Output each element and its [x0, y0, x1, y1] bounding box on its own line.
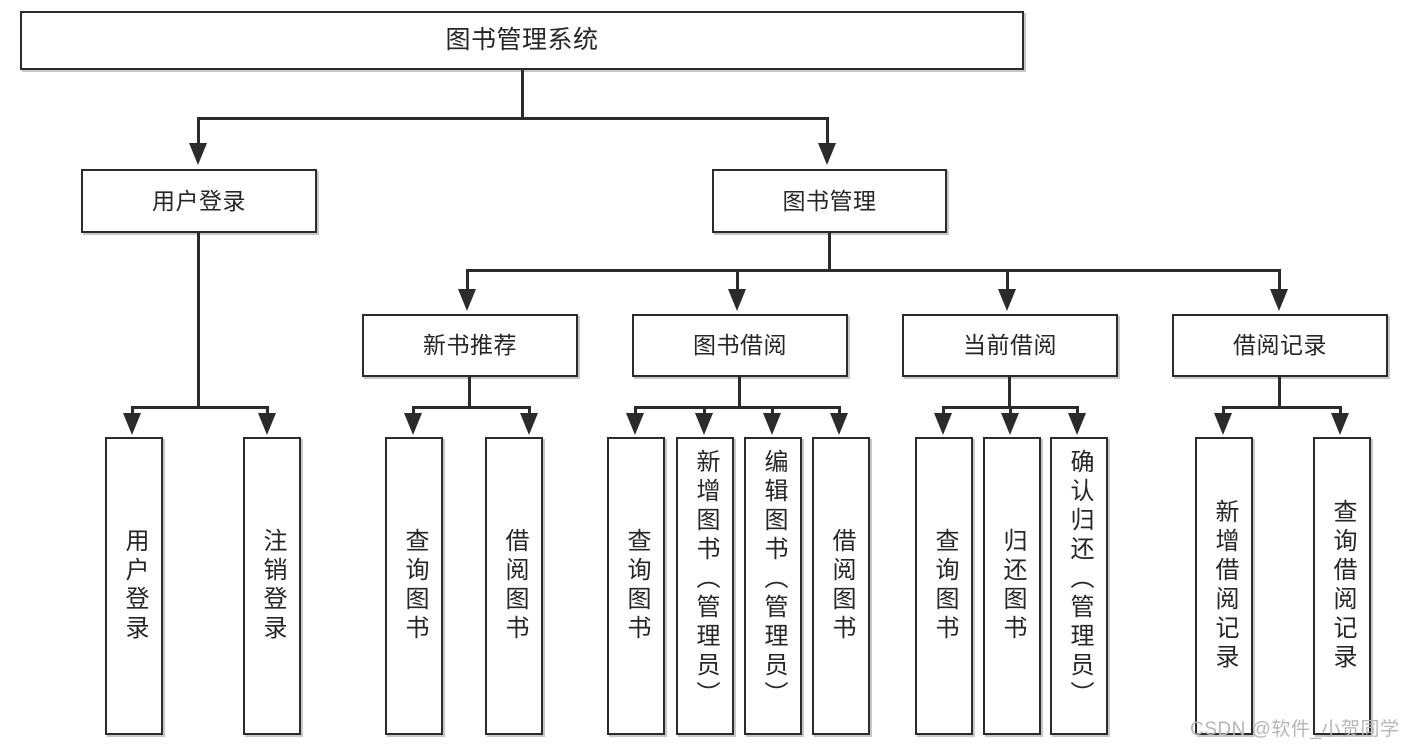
leaf-bb-edit-book-admin[interactable]: 编辑图书（管理员） [744, 437, 802, 735]
arrow-bb-to-leaf-query-book [626, 413, 644, 435]
arrow-cb-to-leaf-query-book [934, 413, 952, 435]
node-label: 查询图书 [623, 528, 650, 644]
connector-cb-drop-3 [1076, 406, 1079, 415]
arrow-bb-to-leaf-borrow-book [830, 413, 848, 435]
arrow-bm-to-current-borrow [998, 289, 1016, 311]
connector-book-management-bus [466, 269, 1281, 272]
connector-borrow-record-bus [1222, 406, 1342, 409]
arrow-bm-to-new-book [458, 289, 476, 311]
connector-nb-left-drop [412, 406, 415, 415]
connector-user-login-bus [131, 406, 269, 409]
arrow-bb-to-leaf-add-book [695, 413, 713, 435]
connector-borrow-record-stem [1278, 377, 1281, 406]
connector-book-management-stem [828, 233, 831, 269]
node-book-management[interactable]: 图书管理 [712, 169, 947, 233]
connector-new-book-bus [412, 406, 531, 409]
arrow-nb-to-leaf-borrow-book [520, 413, 538, 435]
connector-root-to-user-login [197, 117, 200, 145]
node-label: 确认归还（管理员） [1066, 449, 1093, 710]
node-current-borrow[interactable]: 当前借阅 [902, 314, 1118, 377]
node-label: 新增图书（管理员） [692, 449, 719, 710]
node-user-login[interactable]: 用户登录 [81, 169, 317, 233]
leaf-cb-query-book[interactable]: 查询图书 [915, 437, 973, 735]
node-book-borrow[interactable]: 图书借阅 [632, 314, 848, 377]
arrow-nb-to-leaf-query-book [404, 413, 422, 435]
node-label: 查询图书 [931, 528, 958, 644]
leaf-bb-add-book-admin[interactable]: 新增图书（管理员） [676, 437, 734, 735]
node-label: 图书管理 [782, 187, 877, 214]
leaf-cb-return-book[interactable]: 归还图书 [983, 437, 1041, 735]
node-label: 借阅图书 [501, 528, 528, 644]
connector-user-login-stem [197, 233, 200, 406]
connector-bb-drop-1 [634, 406, 637, 415]
connector-current-borrow-stem [1008, 377, 1011, 406]
arrow-root-to-user-login [189, 143, 207, 165]
connector-bm-to-book-borrow [736, 269, 739, 291]
leaf-logout-login[interactable]: 注销登录 [243, 437, 301, 735]
connector-br-right-drop [1339, 406, 1342, 415]
node-label: 查询图书 [401, 528, 428, 644]
node-label: 用户登录 [152, 187, 246, 214]
connector-bm-to-new-book [466, 269, 469, 291]
node-label: 借阅记录 [1233, 332, 1327, 359]
arrow-cb-to-leaf-confirm-return [1068, 413, 1086, 435]
arrow-root-to-book-management [818, 143, 836, 165]
arrow-br-to-leaf-query-record [1331, 413, 1349, 435]
leaf-bb-query-book[interactable]: 查询图书 [607, 437, 665, 735]
arrow-bm-to-borrow-record [1270, 289, 1288, 311]
node-label: 图书借阅 [693, 332, 787, 359]
leaf-nb-borrow-book[interactable]: 借阅图书 [485, 437, 543, 735]
node-new-book-recommend[interactable]: 新书推荐 [362, 314, 578, 377]
connector-user-login-left-drop [131, 406, 134, 415]
node-label: 新增借阅记录 [1211, 499, 1238, 673]
node-label: 用户登录 [121, 528, 148, 644]
connector-br-left-drop [1222, 406, 1225, 415]
node-label: 注销登录 [259, 528, 286, 644]
leaf-nb-query-book[interactable]: 查询图书 [385, 437, 443, 735]
arrow-bb-to-leaf-edit-book [763, 413, 781, 435]
node-label: 新书推荐 [423, 332, 517, 359]
leaf-bb-borrow-book[interactable]: 借阅图书 [812, 437, 870, 735]
arrow-bm-to-book-borrow [728, 289, 746, 311]
connector-new-book-stem [468, 377, 471, 406]
connector-cb-drop-2 [1009, 406, 1012, 415]
connector-book-borrow-bus [634, 406, 839, 409]
arrow-cb-to-leaf-return-book [1001, 413, 1019, 435]
connector-cb-drop-1 [942, 406, 945, 415]
node-label: 当前借阅 [963, 332, 1057, 359]
connector-nb-right-drop [528, 406, 531, 415]
connector-bb-drop-4 [838, 406, 841, 415]
leaf-cb-confirm-return-admin[interactable]: 确认归还（管理员） [1050, 437, 1108, 735]
leaf-br-add-record[interactable]: 新增借阅记录 [1195, 437, 1253, 735]
leaf-br-query-record[interactable]: 查询借阅记录 [1313, 437, 1371, 735]
connector-bb-drop-3 [771, 406, 774, 415]
node-label: 借阅图书 [828, 528, 855, 644]
node-borrow-record[interactable]: 借阅记录 [1172, 314, 1388, 377]
connector-user-login-right-drop [266, 406, 269, 415]
csdn-watermark: CSDN @软件_小贺同学 [1190, 719, 1400, 740]
connector-root-stem [521, 70, 524, 117]
arrow-br-to-leaf-add-record [1214, 413, 1232, 435]
node-label: 图书管理系统 [445, 26, 599, 55]
connector-book-borrow-stem [738, 377, 741, 406]
node-label: 编辑图书（管理员） [760, 449, 787, 710]
node-label: 归还图书 [999, 528, 1026, 644]
node-root-book-management-system[interactable]: 图书管理系统 [20, 11, 1024, 70]
connector-root-to-book-management [826, 117, 829, 145]
arrow-to-leaf-logout-login [258, 413, 276, 435]
arrow-to-leaf-user-login [123, 413, 141, 435]
connector-bm-to-current-borrow [1006, 269, 1009, 291]
node-label: 查询借阅记录 [1329, 499, 1356, 673]
leaf-user-login[interactable]: 用户登录 [105, 437, 163, 735]
connector-root-bus [197, 117, 829, 120]
connector-bm-to-borrow-record [1278, 269, 1281, 291]
connector-bb-drop-2 [703, 406, 706, 415]
